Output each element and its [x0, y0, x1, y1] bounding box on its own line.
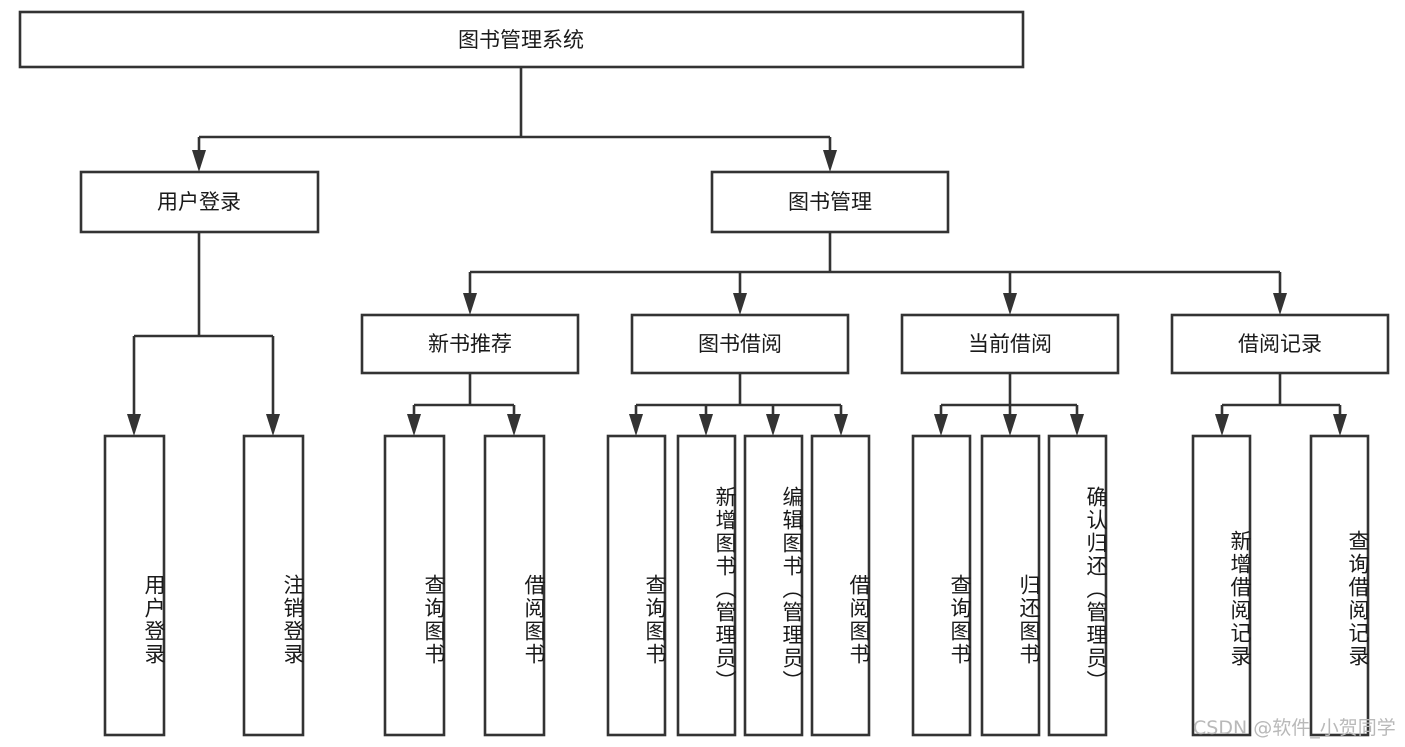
node-new-book-recommend-label: 新书推荐: [428, 332, 512, 356]
node-system-root[interactable]: 图书管理系统: [18, 10, 1025, 69]
connector-recommend-to-leaves: [407, 373, 521, 436]
node-book-management-label: 图书管理: [788, 190, 872, 214]
leaf-box-query-book-2[interactable]: [606, 434, 667, 737]
leaf-box-return-book[interactable]: [980, 434, 1041, 737]
node-book-borrow[interactable]: 图书借阅: [630, 313, 850, 375]
connector-userlogin-to-leaves: [127, 232, 280, 436]
leaf-box-user-login[interactable]: [103, 434, 166, 737]
connector-bookmgmt-to-level3: [463, 232, 1287, 315]
connector-root-to-level2: [192, 67, 837, 172]
leaf-box-query-book-1[interactable]: [383, 434, 446, 737]
node-current-borrow[interactable]: 当前借阅: [900, 313, 1120, 375]
node-new-book-recommend[interactable]: 新书推荐: [360, 313, 580, 375]
leaf-box-logout[interactable]: [242, 434, 305, 737]
node-current-borrow-label: 当前借阅: [968, 332, 1052, 356]
leaf-boxes: [103, 434, 1370, 737]
leaf-box-add-book[interactable]: [676, 434, 737, 737]
node-borrow-record-label: 借阅记录: [1238, 332, 1322, 356]
csdn-watermark: CSDN @软件_小贺同学: [1193, 717, 1396, 739]
leaf-box-confirm-return[interactable]: [1047, 434, 1108, 737]
node-borrow-record[interactable]: 借阅记录: [1170, 313, 1390, 375]
leaf-box-add-record[interactable]: [1191, 434, 1252, 737]
node-user-login-label: 用户登录: [157, 190, 241, 214]
node-book-borrow-label: 图书借阅: [698, 332, 782, 356]
leaf-box-query-book-3[interactable]: [911, 434, 972, 737]
leaf-box-borrow-book-2[interactable]: [810, 434, 871, 737]
connector-record-to-leaves: [1215, 373, 1347, 436]
node-book-management[interactable]: 图书管理: [710, 170, 950, 234]
leaf-box-edit-book[interactable]: [743, 434, 804, 737]
node-system-root-label: 图书管理系统: [458, 28, 584, 52]
leaf-box-query-record[interactable]: [1309, 434, 1370, 737]
connector-borrow-to-leaves: [629, 373, 848, 436]
node-user-login[interactable]: 用户登录: [79, 170, 320, 234]
connector-current-to-leaves: [934, 373, 1084, 436]
leaf-box-borrow-book-1[interactable]: [483, 434, 546, 737]
